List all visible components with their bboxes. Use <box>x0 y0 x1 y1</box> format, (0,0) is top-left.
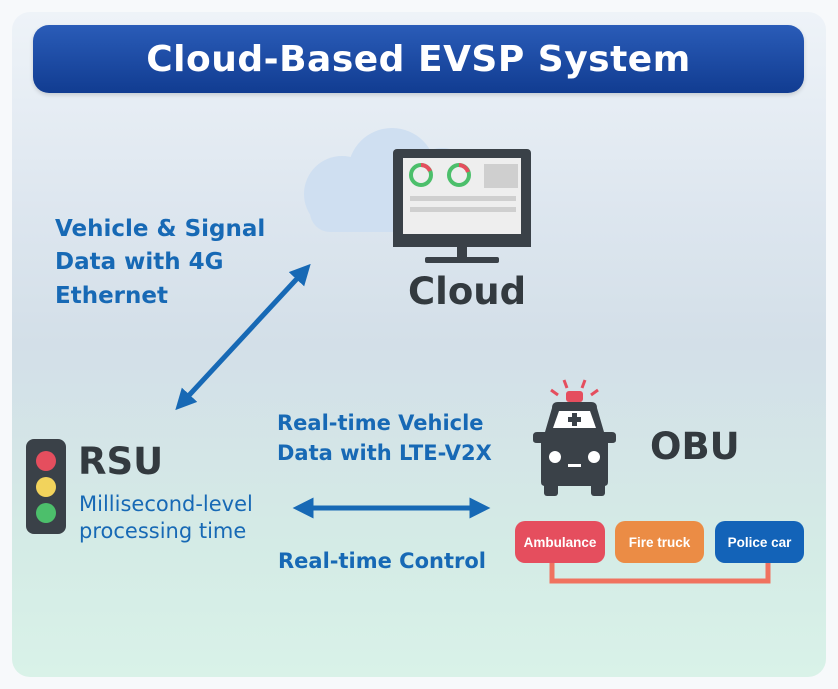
rsu-description-line-1: Millisecond-level <box>79 492 253 516</box>
diagram-canvas: Cloud-Based EVSP System <box>12 12 826 677</box>
cloud-rsu-link-line-2: Data with 4G <box>55 249 224 276</box>
rsu-description-line-2: processing time <box>79 519 247 544</box>
rsu-obu-link-line-2: Data with LTE-V2X <box>277 441 492 466</box>
control-link-label: Real-time Control <box>278 549 486 573</box>
obu-label: OBU <box>650 425 740 468</box>
vehicle-pill-police-car: Police car <box>715 521 804 563</box>
vehicle-connector <box>549 560 771 584</box>
vehicle-pill-fire-truck: Fire truck <box>615 521 704 563</box>
rsu-obu-link-label: Real-time Vehicle Data with LTE-V2X <box>277 408 492 469</box>
diagram-graphics <box>26 128 771 584</box>
vehicle-pill-ambulance: Ambulance <box>515 521 605 563</box>
rsu-description: Millisecond-level processing time <box>79 491 253 546</box>
cloud-label: Cloud <box>408 270 527 313</box>
cloud-rsu-link-line-1: Vehicle & Signal <box>55 216 266 242</box>
rsu-label: RSU <box>78 440 164 483</box>
title-banner: Cloud-Based EVSP System <box>33 25 804 93</box>
traffic-light-icon <box>26 439 66 534</box>
monitor-icon <box>393 149 531 263</box>
page-title: Cloud-Based EVSP System <box>146 38 691 80</box>
cloud-rsu-link-line-3: Ethernet <box>55 282 168 309</box>
cloud-rsu-link-label: Vehicle & Signal Data with 4G Ethernet <box>55 213 265 313</box>
ambulance-icon <box>533 379 616 496</box>
cloud-rsu-arrow <box>175 263 311 411</box>
rsu-obu-link-line-1: Real-time Vehicle <box>277 411 484 435</box>
